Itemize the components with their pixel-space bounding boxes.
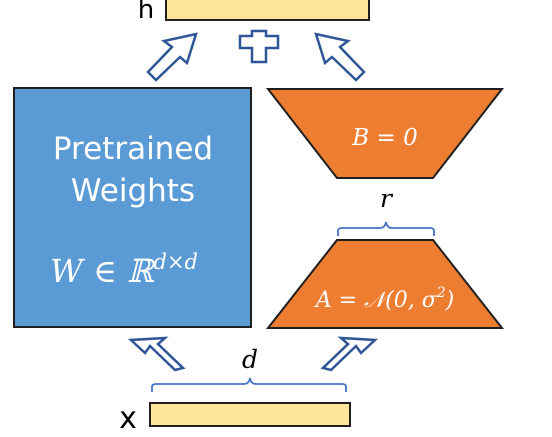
output-bar	[165, 0, 370, 21]
matrix-b-label: B = 0	[351, 125, 417, 151]
rank-label: r	[380, 184, 394, 213]
matrix-a-close: )	[445, 288, 455, 313]
rank-brace	[337, 221, 435, 236]
dim-brace	[151, 377, 347, 392]
plus-icon	[238, 29, 280, 64]
arrow-up-right-icon	[314, 32, 366, 82]
pretrained-formula-main: W ∈ ℝ	[50, 252, 156, 290]
matrix-a-label: A = 𝒩(0, σ2)	[314, 285, 454, 313]
pretrained-weights-box	[13, 87, 252, 328]
pretrained-formula: W ∈ ℝd×d	[50, 250, 198, 290]
arrow-input-right-icon	[320, 336, 378, 372]
pretrained-title-line1: Pretrained	[53, 131, 213, 167]
input-label: x	[119, 401, 137, 436]
input-bar	[149, 402, 351, 427]
output-label: h	[138, 0, 154, 25]
matrix-a-trapezoid	[265, 239, 505, 329]
matrix-b-trapezoid	[265, 88, 505, 179]
pretrained-formula-sup: d×d	[154, 250, 198, 274]
matrix-a-main: A = 𝒩(0, σ	[314, 288, 438, 313]
pretrained-title-line2: Weights	[71, 173, 195, 209]
arrow-input-left-icon	[128, 336, 186, 372]
dim-label: d	[242, 345, 258, 374]
arrow-up-left-icon	[146, 32, 198, 82]
matrix-a-sup: 2	[436, 285, 446, 301]
